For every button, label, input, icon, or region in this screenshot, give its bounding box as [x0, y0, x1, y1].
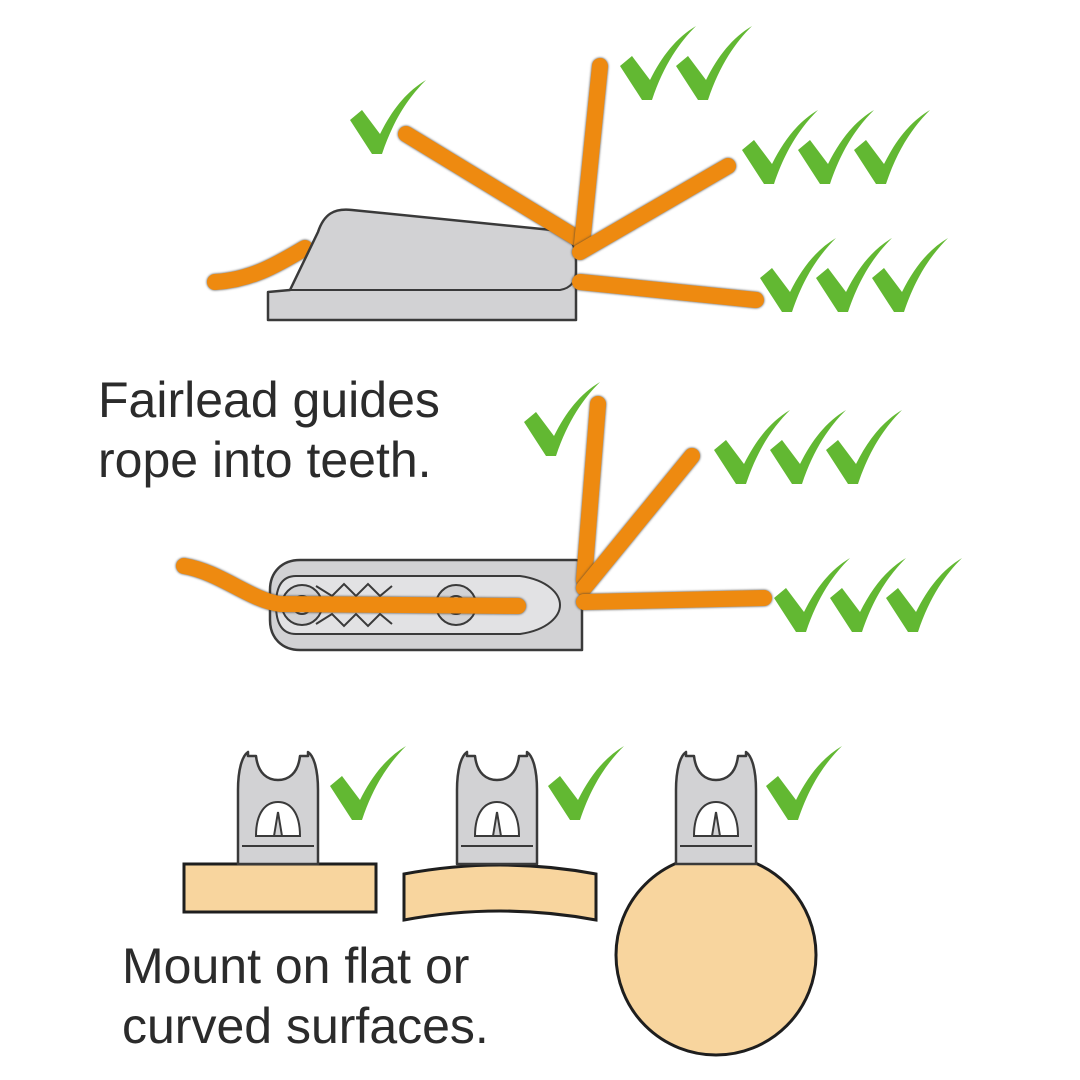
mount-caption-line2: curved surfaces.: [122, 998, 489, 1054]
check-icon: [854, 110, 930, 184]
cleat-teeth-upper: [315, 582, 393, 598]
side-view-diagram: [207, 58, 764, 322]
rope-angle-vertical: [574, 58, 608, 252]
check-group-side-2: [620, 26, 752, 100]
check-icon: [826, 410, 902, 484]
cleat-end-view-curved: [455, 750, 539, 866]
check-icon: [886, 558, 962, 632]
curved-surface: [402, 863, 598, 922]
check-icon: [676, 26, 752, 100]
cleat-end-view-flat: [236, 750, 320, 866]
check-icon: [766, 746, 842, 820]
check-group-top-2: [714, 410, 902, 484]
rope-through-cleat: [176, 558, 526, 614]
cleat-end-view-round: [674, 750, 758, 866]
rope-angle-high-left: [398, 126, 588, 248]
check-group-mount-3: [766, 746, 842, 820]
fairlead-caption: Fairlead guides rope into teeth.: [98, 370, 440, 490]
check-icon: [872, 238, 948, 312]
flat-surface: [182, 862, 378, 914]
mount-caption: Mount on flat or curved surfaces.: [122, 936, 489, 1056]
cleat-teeth-lower: [315, 612, 393, 628]
mount-view-diagram: [182, 750, 818, 1057]
round-surface: [614, 853, 818, 1057]
rope-angle-diagonal: [572, 158, 736, 260]
fairlead-caption-line1: Fairlead guides: [98, 372, 440, 428]
check-group-side-4: [760, 238, 948, 312]
check-group-side-3: [742, 110, 930, 184]
mount-caption-line1: Mount on flat or: [122, 938, 470, 994]
check-group-mount-1: [330, 746, 406, 820]
fairlead-caption-line2: rope into teeth.: [98, 432, 432, 488]
rope-top-vertical: [576, 396, 606, 588]
check-group-top-3: [774, 558, 962, 632]
check-icon: [548, 746, 624, 820]
check-icon: [330, 746, 406, 820]
check-group-mount-2: [548, 746, 624, 820]
cleat-side-ledge: [290, 269, 577, 291]
cleat-side-body: [266, 208, 578, 322]
rope-top-diagonal: [576, 448, 700, 596]
top-view-diagram: [176, 396, 772, 652]
rope-top-straight: [576, 590, 772, 610]
rope-entry-left: [207, 240, 313, 290]
rope-angle-low: [572, 274, 764, 308]
